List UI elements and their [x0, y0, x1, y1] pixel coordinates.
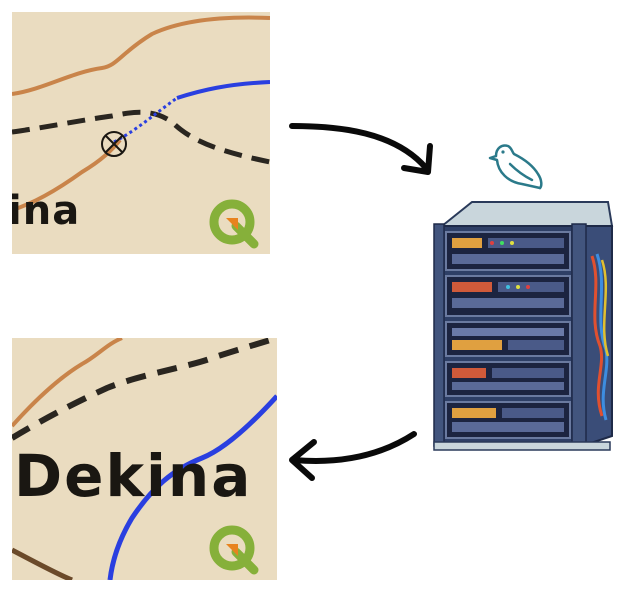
server-rack-icon — [433, 201, 614, 451]
arrow-left-icon — [289, 431, 417, 481]
bottom-map-panel: Dekina — [12, 338, 277, 580]
map-place-label: ina — [12, 188, 81, 234]
map-place-label: Dekina — [14, 442, 253, 510]
qgis-logo-icon — [209, 199, 259, 249]
bottom-map-lines — [12, 338, 277, 580]
contour-line-lower — [12, 138, 122, 212]
dashed-road — [12, 109, 270, 165]
gps-track — [107, 394, 277, 580]
server-cables — [590, 253, 610, 421]
qgis-logo-icon — [209, 525, 259, 575]
dashed-road — [12, 338, 277, 441]
contour-line-lower — [12, 547, 73, 580]
finch-bird-icon — [488, 144, 543, 190]
crosshair-circle-icon — [101, 131, 127, 157]
contour-line — [12, 338, 123, 428]
gps-track-solid — [176, 80, 270, 100]
contour-line-upper — [12, 15, 270, 96]
server-units — [445, 231, 571, 439]
top-map-panel: ina — [12, 12, 270, 254]
top-map-lines — [12, 15, 270, 212]
arrow-right-down-icon — [289, 123, 433, 175]
